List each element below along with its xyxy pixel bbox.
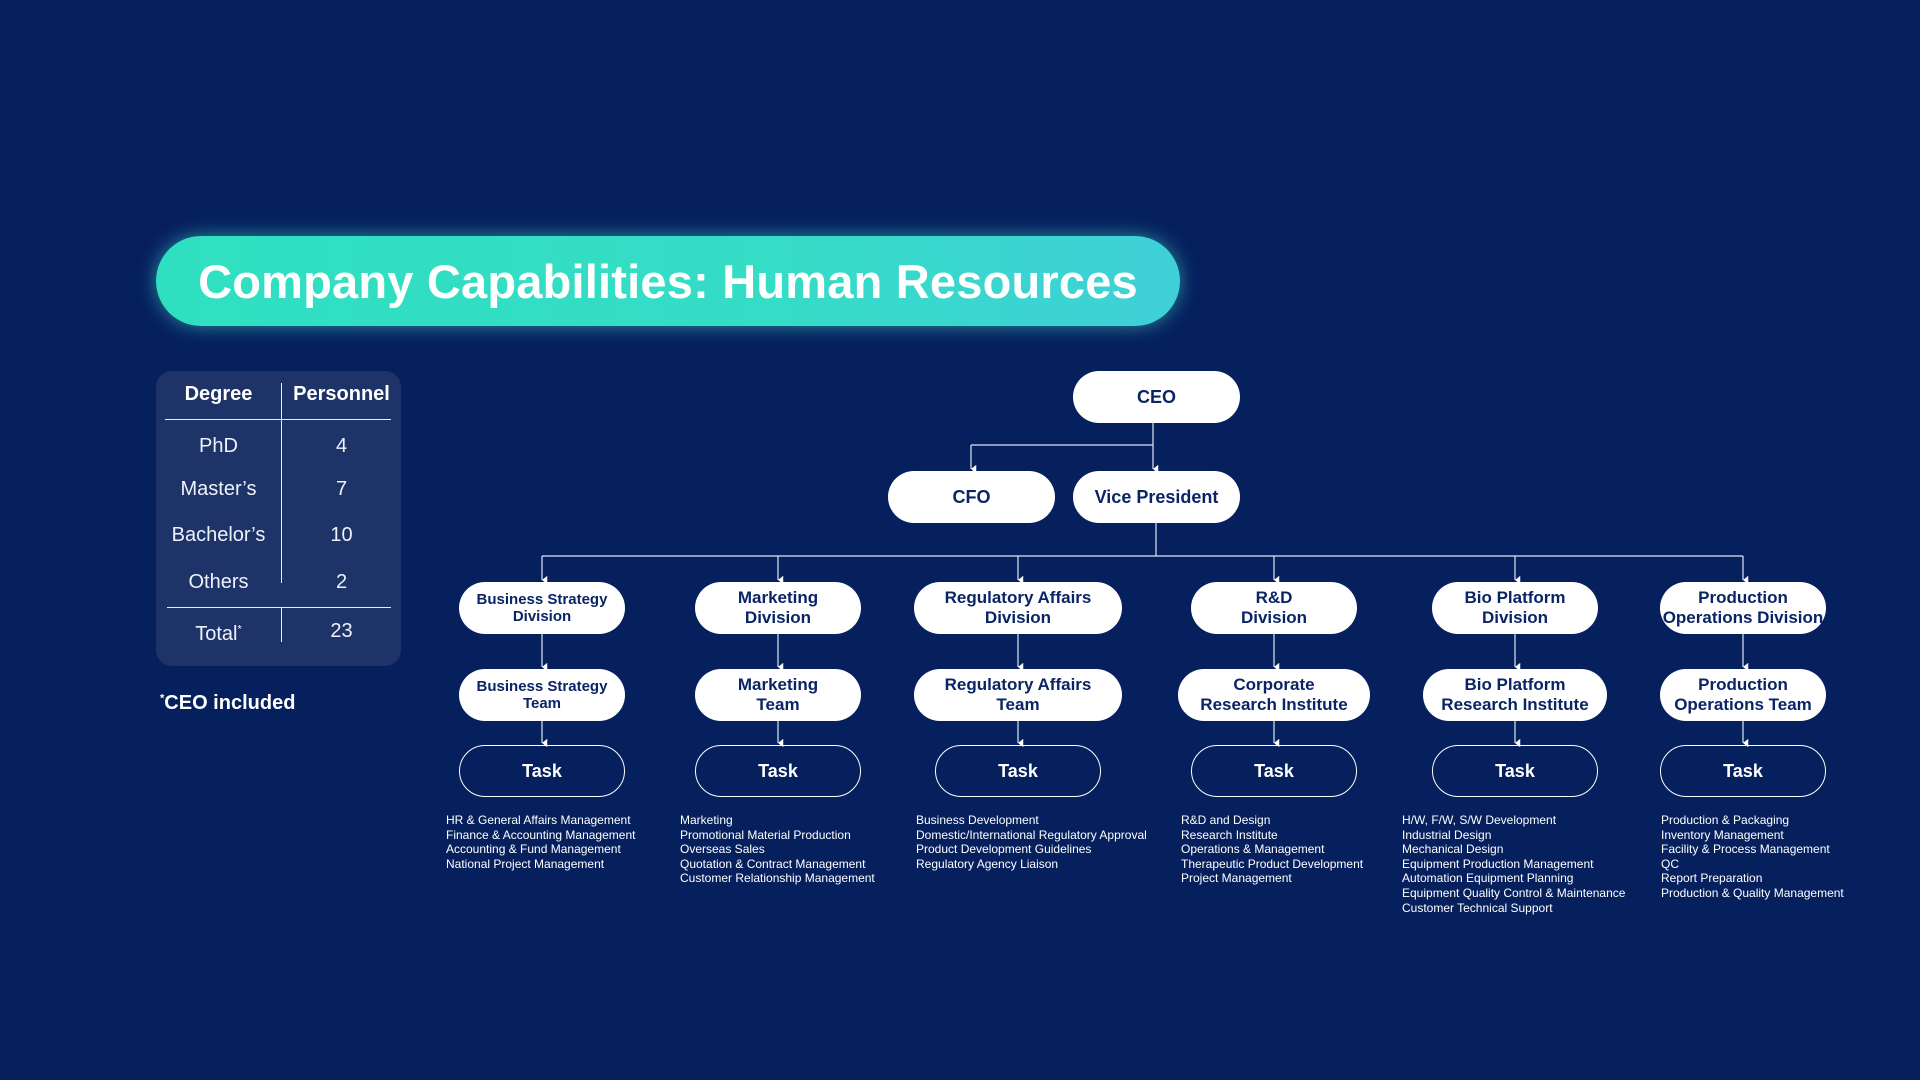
row-degree-phd: PhD <box>199 435 238 457</box>
table-divider-total <box>167 607 391 608</box>
node-task-production: Task <box>1660 745 1826 797</box>
degree-table: Degree Personnel PhD 4 Master’s 7 Bachel… <box>156 371 401 666</box>
header-degree: Degree <box>184 383 253 405</box>
task-item: HR & General Affairs Management <box>446 813 631 827</box>
task-item: Overseas Sales <box>680 842 765 857</box>
task-item: Report Preparation <box>1661 871 1763 886</box>
task-item: Project Management <box>1181 871 1292 886</box>
task-item: Regulatory Agency Liaison <box>916 856 1059 871</box>
task-item: Quotation & Contract Management <box>680 856 866 871</box>
page-title: Company Capabilities: Human Resources <box>198 254 1138 308</box>
task-item: Research Institute <box>1181 827 1278 842</box>
task-item: R&D and Design <box>1181 813 1271 827</box>
task-item: Product Development Guidelines <box>916 842 1092 857</box>
node-task-regulatory-affairs: Task <box>935 745 1101 797</box>
task-item: Inventory Management <box>1661 827 1784 842</box>
row-total-value: 23 <box>330 620 353 642</box>
task-item: Promotional Material Production <box>680 827 851 842</box>
node-division-production: Production Operations Division <box>1660 582 1826 634</box>
node-task-randd: Task <box>1191 745 1357 797</box>
task-item: Equipment Production Management <box>1402 856 1594 871</box>
node-division-randd: R&D Division <box>1191 582 1357 634</box>
row-degree-others: Others <box>188 571 249 593</box>
title-banner: Company Capabilities: Human Resources <box>156 236 1180 326</box>
table-divider-vertical <box>281 383 282 518</box>
node-team-production: Production Operations Team <box>1660 669 1826 721</box>
task-item: Domestic/International Regulatory Approv… <box>916 827 1147 842</box>
row-count-others: 2 <box>335 571 348 593</box>
task-item: Facility & Process Management <box>1661 842 1830 857</box>
node-division-business-strategy: Business Strategy Division <box>459 582 625 634</box>
task-item: Production & Packaging <box>1661 813 1790 827</box>
task-item: National Project Management <box>446 856 605 871</box>
task-item: Finance & Accounting Management <box>446 827 636 842</box>
task-item: Accounting & Fund Management <box>446 842 621 857</box>
task-item: H/W, F/W, S/W Development <box>1402 813 1557 827</box>
task-item: Automation Equipment Planning <box>1402 871 1574 886</box>
task-item: Customer Technical Support <box>1402 900 1553 915</box>
task-item: Industrial Design <box>1402 827 1492 842</box>
row-degree-masters: Master’s <box>180 478 257 500</box>
node-task-business-strategy: Task <box>459 745 625 797</box>
table-divider-vertical-mid <box>281 518 282 583</box>
task-item: Therapeutic Product Development <box>1181 856 1364 871</box>
node-division-bio-platform: Bio Platform Division <box>1432 582 1598 634</box>
node-task-marketing: Task <box>695 745 861 797</box>
row-count-bachelors: 10 <box>330 524 353 546</box>
task-item: Business Development <box>916 813 1039 827</box>
row-total-label: Total* <box>195 623 242 645</box>
task-item: Equipment Quality Control & Maintenance <box>1402 885 1626 900</box>
node-vice-president: Vice President <box>1073 471 1240 523</box>
node-team-regulatory-affairs: Regulatory Affairs Team <box>914 669 1122 721</box>
node-division-marketing: Marketing Division <box>695 582 861 634</box>
task-item: Operations & Management <box>1181 842 1325 857</box>
node-division-regulatory-affairs: Regulatory Affairs Division <box>914 582 1122 634</box>
node-team-bio-platform: Bio Platform Research Institute <box>1423 669 1607 721</box>
row-degree-bachelors: Bachelor’s <box>171 524 266 546</box>
node-ceo: CEO <box>1073 371 1240 423</box>
node-team-marketing: Marketing Team <box>695 669 861 721</box>
task-item: Production & Quality Management <box>1661 885 1844 900</box>
node-task-bio-platform: Task <box>1432 745 1598 797</box>
row-count-phd: 4 <box>335 435 348 457</box>
node-cfo: CFO <box>888 471 1055 523</box>
task-item: Customer Relationship Management <box>680 871 875 886</box>
header-personnel: Personnel <box>293 383 390 405</box>
node-team-randd: Corporate Research Institute <box>1178 669 1370 721</box>
task-item: QC <box>1661 856 1679 871</box>
task-item: Mechanical Design <box>1402 842 1504 857</box>
table-divider-header <box>165 419 391 420</box>
task-item: Marketing <box>680 813 733 827</box>
table-divider-vertical-total <box>281 608 282 642</box>
footnote: *CEO included <box>160 692 296 714</box>
node-team-business-strategy: Business Strategy Team <box>459 669 625 721</box>
row-count-masters: 7 <box>335 478 348 500</box>
